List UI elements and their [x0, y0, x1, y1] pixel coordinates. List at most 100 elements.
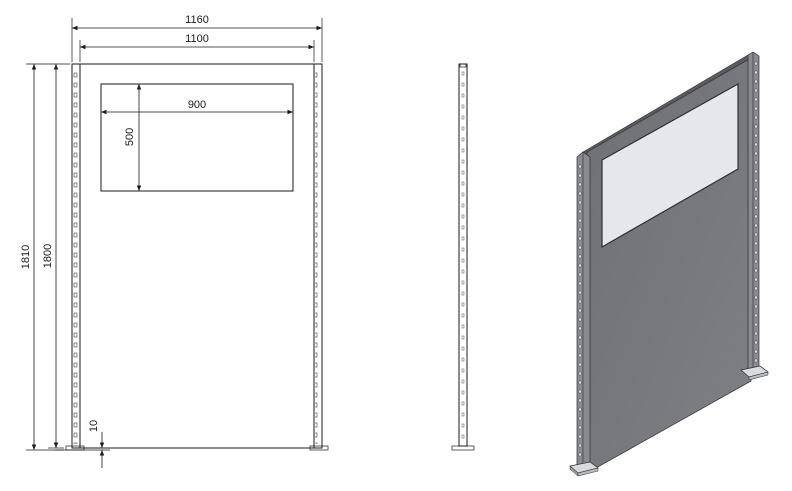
post-slot-hole [461, 368, 465, 373]
post-slot-hole [578, 389, 582, 394]
post-slot-hole [754, 133, 758, 138]
glass-window [601, 82, 739, 249]
post-slot-hole [754, 241, 758, 246]
post-slot-hole [754, 340, 758, 345]
post-slot-hole [461, 159, 465, 164]
post-slot-hole [461, 115, 465, 120]
post-slot-hole [578, 398, 582, 403]
post-slot-hole [578, 335, 582, 340]
post-slot-hole [461, 357, 465, 362]
post-slot-hole [461, 324, 465, 329]
right-post [313, 63, 323, 449]
post-slot-hole [578, 371, 582, 376]
post-slot-hole [754, 295, 758, 300]
post-slot-hole [754, 250, 758, 255]
post-slot-hole [461, 335, 465, 340]
post-slot-hole [578, 290, 582, 295]
post-slot-hole [754, 268, 758, 273]
post-slot-hole [578, 281, 582, 286]
post-slot-hole [754, 331, 758, 336]
post-slot-hole [754, 205, 758, 210]
dim-label-window-height: 500 [124, 128, 136, 146]
post-slot-hole [461, 291, 465, 296]
post-slot-hole [754, 97, 758, 102]
post-slot-hole [578, 164, 582, 169]
post-slot-hole [461, 269, 465, 274]
post-slot-hole [461, 104, 465, 109]
post-slot-hole [754, 313, 758, 318]
post-slot-hole [754, 61, 758, 66]
post-slot-hole [461, 236, 465, 241]
post-slot-hole [754, 70, 758, 75]
post-slot-hole [578, 299, 582, 304]
dim-label-overall-height: 1810 [20, 245, 32, 269]
post-slot-hole [754, 304, 758, 309]
post-slot-hole [578, 254, 582, 259]
window-opening [100, 83, 294, 192]
dim-label-overall-width: 1160 [185, 14, 209, 26]
post-slot-hole [754, 322, 758, 327]
side-view-post [451, 63, 475, 451]
post-slot-hole [754, 106, 758, 111]
post-slot-hole [461, 214, 465, 219]
post-slot-hole [578, 317, 582, 322]
post-slot-hole [461, 203, 465, 208]
post-slot-hole [754, 115, 758, 120]
isometric-view [569, 51, 769, 477]
post-slot-hole [578, 272, 582, 277]
iso-right-post [747, 51, 760, 376]
post-slot-hole [578, 425, 582, 430]
post-slot-hole [461, 247, 465, 252]
post-slot-hole [461, 225, 465, 230]
front-view: 1160 1100 900 500 1810 1800 10 [20, 14, 329, 468]
post-slot-hole [461, 390, 465, 395]
dim-label-floor-gap: 10 [88, 420, 100, 432]
post-slot-hole [754, 151, 758, 156]
post-slot-hole [578, 434, 582, 439]
post-slot-hole [754, 187, 758, 192]
post-slot-hole [578, 452, 582, 457]
dim-label-panel-height: 1800 [42, 244, 54, 268]
post-slot-hole [461, 379, 465, 384]
post-slot-hole [754, 349, 758, 354]
post-slot-hole [578, 173, 582, 178]
post-slot-hole [461, 192, 465, 197]
post-slot-hole [578, 191, 582, 196]
post-slot-hole [754, 169, 758, 174]
post-slot-hole [461, 82, 465, 87]
post-slot-hole [461, 71, 465, 76]
post-slot-hole [461, 126, 465, 131]
post-slot-hole [754, 358, 758, 363]
post-slot-hole [578, 308, 582, 313]
post-slot-hole [754, 160, 758, 165]
post-slot-hole [461, 346, 465, 351]
post-slot-hole [461, 258, 465, 263]
post-slot-hole [461, 93, 465, 98]
post-slot-hole [754, 286, 758, 291]
post-slot-hole [578, 353, 582, 358]
post-slot-hole [578, 416, 582, 421]
post-slot-hole [461, 170, 465, 175]
post-slot-hole [578, 380, 582, 385]
iso-left-post [576, 151, 591, 475]
post-slot-hole [461, 423, 465, 428]
post-slot-hole [754, 178, 758, 183]
post-slot-hole [461, 401, 465, 406]
post-slot-hole [754, 196, 758, 201]
post-slot-hole [754, 79, 758, 84]
post-slot-hole [754, 232, 758, 237]
post-slot-hole [461, 137, 465, 142]
post-slot-hole [754, 214, 758, 219]
post-slot-hole [578, 227, 582, 232]
post-slot-hole [578, 245, 582, 250]
post-slot-hole [461, 313, 465, 318]
post-slot-hole [578, 236, 582, 241]
post-slot-hole [578, 326, 582, 331]
left-post [71, 63, 81, 449]
post-slot-hole [461, 302, 465, 307]
post-slot-hole [754, 259, 758, 264]
post-slot-hole [754, 277, 758, 282]
post-slot-hole [578, 362, 582, 367]
post-slot-hole [578, 218, 582, 223]
